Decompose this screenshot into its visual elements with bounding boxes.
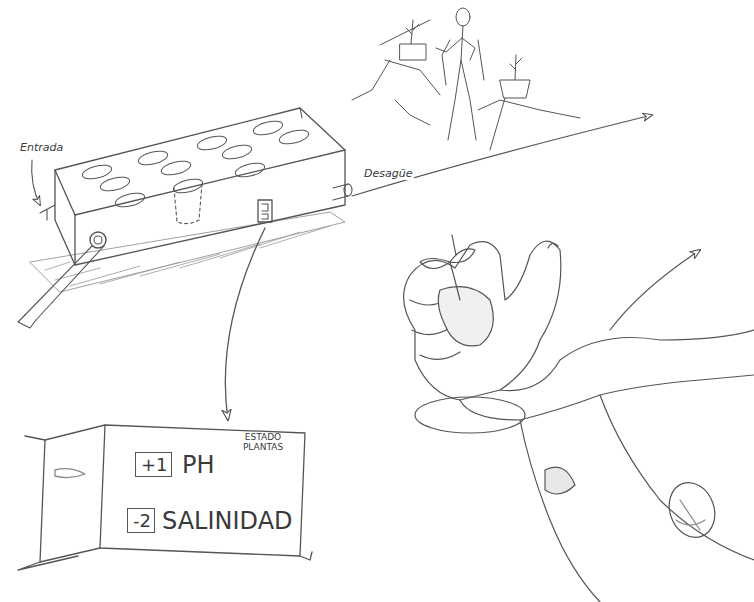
connection-arrow [225,228,265,420]
person-sketch [352,8,580,150]
hydroponic-tray [18,108,352,328]
status-panel [18,425,312,570]
leader-line [32,160,40,205]
box-value: +1 [141,455,166,476]
drain-arrow [352,115,652,196]
value-box: -2 [127,508,155,533]
box-value: -2 [133,511,149,532]
panel-heading: ESTADO PLANTAS [233,432,293,453]
pipe-label: Desagüe [362,168,414,180]
gloved-hand [404,235,754,602]
reading-label: PH [180,452,217,478]
value-box: +1 [135,452,172,477]
pipe-label: Entrada [18,142,65,154]
reading-label: SALINIDAD [160,508,295,534]
